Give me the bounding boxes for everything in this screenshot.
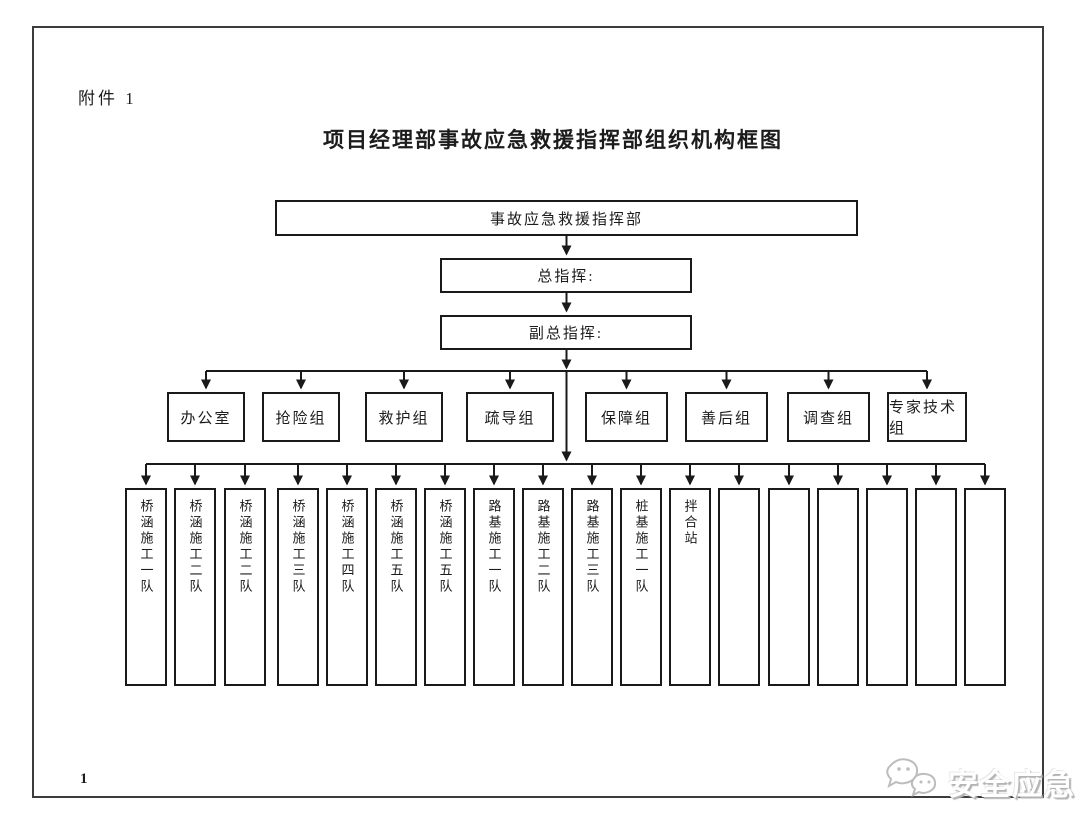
org-box-chief-commander: 总指挥: [440, 258, 692, 293]
org-box-team-18 [964, 488, 1006, 686]
org-box-team-5: 桥涵施工四队 [326, 488, 368, 686]
org-box-group-aftermath: 善后组 [685, 392, 768, 442]
org-box-team-16 [866, 488, 908, 686]
org-box-team-10: 路基施工三队 [571, 488, 613, 686]
org-box-team-11: 桩基施工一队 [620, 488, 662, 686]
org-box-team-15 [817, 488, 859, 686]
org-box-group-office: 办公室 [167, 392, 245, 442]
watermark-text: 安全应急 [948, 768, 1076, 802]
org-box-command-center: 事故应急救援指挥部 [275, 200, 858, 236]
org-box-team-12: 拌合站 [669, 488, 711, 686]
org-box-deputy-commander: 副总指挥: [440, 315, 692, 350]
page-title: 项目经理部事故应急救援指挥部组织机构框图 [323, 128, 783, 152]
org-box-group-investigation: 调查组 [787, 392, 870, 442]
org-box-team-13 [718, 488, 760, 686]
org-box-group-medical: 救护组 [365, 392, 443, 442]
org-box-team-17 [915, 488, 957, 686]
org-box-team-9: 路基施工二队 [522, 488, 564, 686]
org-box-team-3: 桥涵施工二队 [224, 488, 266, 686]
org-box-group-logistics: 保障组 [585, 392, 668, 442]
org-box-team-2: 桥涵施工二队 [174, 488, 216, 686]
org-box-team-6: 桥涵施工五队 [375, 488, 417, 686]
org-box-team-4: 桥涵施工三队 [277, 488, 319, 686]
wechat-chat-bubbles-icon [882, 754, 944, 809]
org-box-team-7: 桥涵施工五队 [424, 488, 466, 686]
org-box-team-1: 桥涵施工一队 [125, 488, 167, 686]
org-box-team-8: 路基施工一队 [473, 488, 515, 686]
attachment-label: 附件 1 [78, 89, 137, 108]
org-box-group-rescue: 抢险组 [262, 392, 340, 442]
org-box-group-experts: 专家技术组 [887, 392, 967, 442]
page-number: 1 [80, 771, 88, 787]
org-box-group-evacuation: 疏导组 [466, 392, 554, 442]
watermark: 安全应急 [882, 754, 1076, 809]
org-box-team-14 [768, 488, 810, 686]
